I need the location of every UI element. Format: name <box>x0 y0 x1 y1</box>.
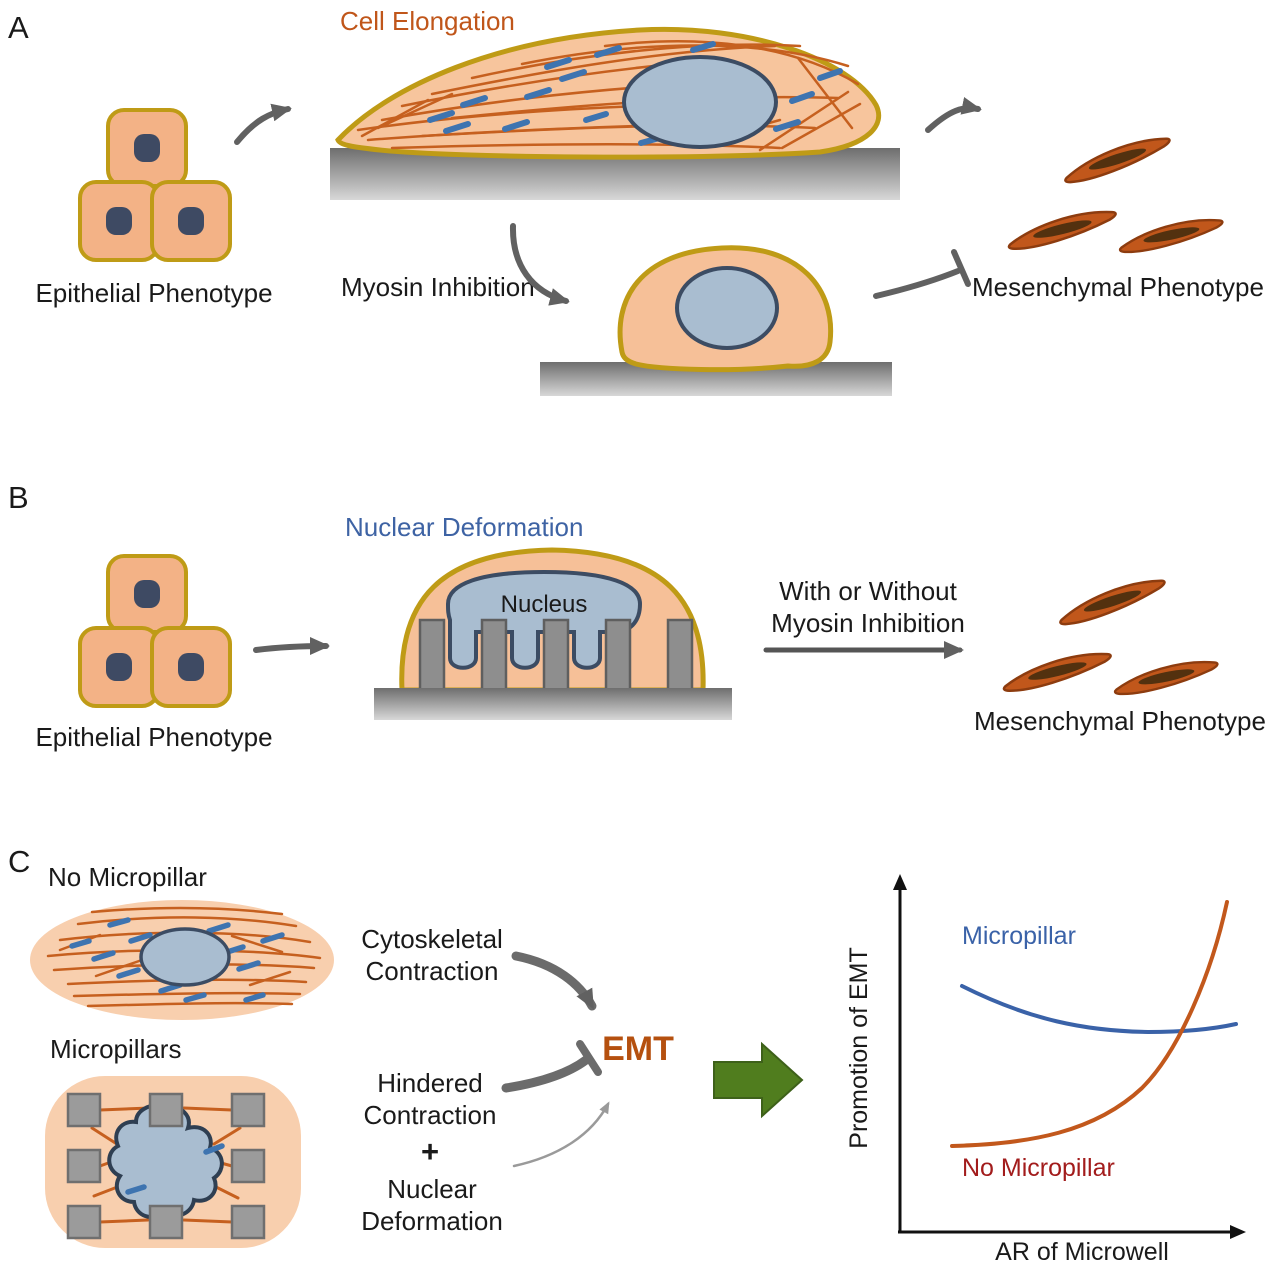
nucleus-rounded <box>675 266 779 350</box>
no-micropillar-series-label: No Micropillar <box>962 1154 1115 1182</box>
no-micropillar-label: No Micropillar <box>48 862 207 892</box>
arrow-elongated-to-mesenchymal <box>925 97 982 133</box>
cytoskeletal-line2: Contraction <box>366 956 499 986</box>
plus-sign: + <box>421 1134 439 1169</box>
panel-c: C No Micropillar <box>8 844 1246 1265</box>
with-without-line2: Myosin Inhibition <box>771 608 965 638</box>
myosin-dashes-topview <box>125 1143 225 1195</box>
nuclear-deformation-title: Nuclear Deformation <box>345 512 583 542</box>
inhibition-connector-a <box>873 249 971 299</box>
micropillars-label: Micropillars <box>50 1034 181 1064</box>
arrow-epithelial-to-micropillar <box>253 637 330 656</box>
nucleus-label: Nucleus <box>501 591 588 618</box>
rounded-cell <box>617 245 834 373</box>
chart-y-label: Promotion of EMT <box>845 947 873 1148</box>
panel-b-letter: B <box>8 480 29 515</box>
nucleus-elongated <box>622 55 778 149</box>
micropillar-base <box>374 688 732 720</box>
panel-c-letter: C <box>8 844 30 879</box>
myosin-inhibition-label: Myosin Inhibition <box>341 272 535 302</box>
mesenchymal-phenotype-label-b: Mesenchymal Phenotype <box>974 706 1266 736</box>
arrow-epithelial-to-elongated <box>234 103 292 145</box>
no-micropillar-curve <box>950 900 1229 1148</box>
emt-label: EMT <box>602 1030 674 1068</box>
myosin-dashes-spread <box>69 917 285 1003</box>
hindered-line1: Hindered <box>377 1068 483 1098</box>
mesenchymal-phenotype-label-a: Mesenchymal Phenotype <box>972 272 1264 302</box>
epithelial-cluster-a <box>78 108 232 262</box>
nucleus-spread <box>139 927 231 987</box>
epithelial-cluster-b <box>78 554 232 708</box>
nuclear-line2: Deformation <box>361 1206 503 1236</box>
cytoskeletal-line1: Cytoskeletal <box>361 924 503 954</box>
micropillar-curve <box>960 984 1238 1035</box>
hindered-line2: Contraction <box>364 1100 497 1130</box>
mesenchymal-cells-b <box>1001 577 1220 696</box>
spread-cell <box>30 900 334 1020</box>
inhibition-connector-emt <box>501 1040 602 1093</box>
arrow-myosin-inhibition <box>509 223 570 306</box>
nuclear-line1: Nuclear <box>387 1174 477 1204</box>
myosin-dashes-elongated <box>427 41 843 146</box>
micropillar-cell-assembly: Nucleus <box>374 547 732 720</box>
emt-chart: Micropillar No Micropillar Promotion of … <box>845 874 1246 1265</box>
panel-a-letter: A <box>8 10 29 45</box>
green-block-arrow <box>713 1041 804 1119</box>
panel-b: B Nuclear Deformation Epithelial Phenoty… <box>8 480 1266 752</box>
elongated-cell <box>335 26 882 160</box>
arrow-nuclear-to-emt <box>512 1101 610 1168</box>
with-without-line1: With or Without <box>779 576 957 606</box>
cell-elongation-title: Cell Elongation <box>340 6 515 36</box>
panel-a: A Cell Elongation Epithelial Phenotype <box>8 6 1264 396</box>
epithelial-phenotype-label-b: Epithelial Phenotype <box>35 722 272 752</box>
arrow-cytoskeletal-to-emt <box>511 951 597 1011</box>
chart-x-label: AR of Microwell <box>995 1238 1169 1265</box>
micropillars <box>418 618 694 694</box>
mesenchymal-cells-a <box>1006 135 1225 254</box>
micropillar-array-cell <box>45 1076 301 1248</box>
pillar-squares <box>66 1092 266 1240</box>
micropillar-series-label: Micropillar <box>962 922 1076 950</box>
epithelial-phenotype-label-a: Epithelial Phenotype <box>35 278 272 308</box>
